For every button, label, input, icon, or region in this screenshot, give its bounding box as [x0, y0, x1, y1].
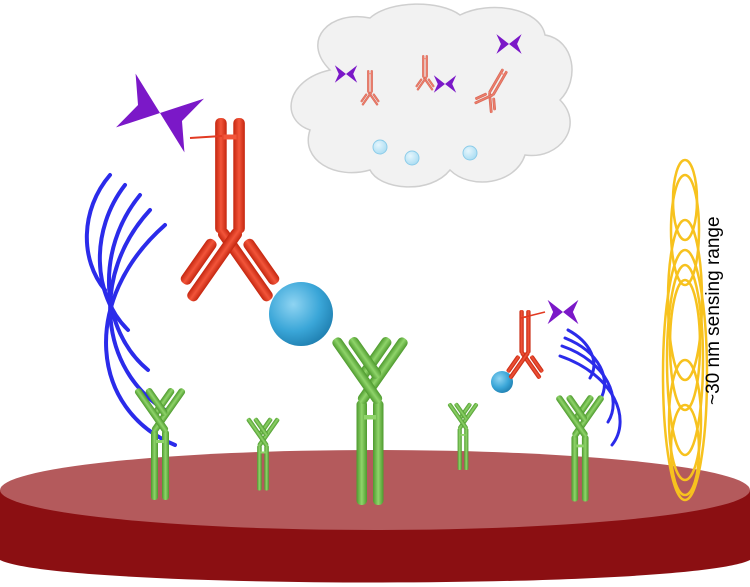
sensing-range-label: ~30 nm sensing range: [703, 216, 724, 405]
signal-wave-icon: [558, 328, 622, 447]
fluorophore-label-icon: [520, 299, 579, 325]
antigen-bead-icon: [491, 371, 513, 393]
free-antigen-bead-icon: [372, 139, 388, 155]
free-antigen-bead-icon: [462, 145, 478, 161]
sample-cloud-icon: [290, 3, 573, 188]
fluorophore-label-icon: [116, 73, 223, 153]
free-antigen-bead-icon: [404, 150, 420, 166]
antigen-bead-icon: [269, 282, 333, 346]
sensing-field-icon: [661, 158, 709, 502]
